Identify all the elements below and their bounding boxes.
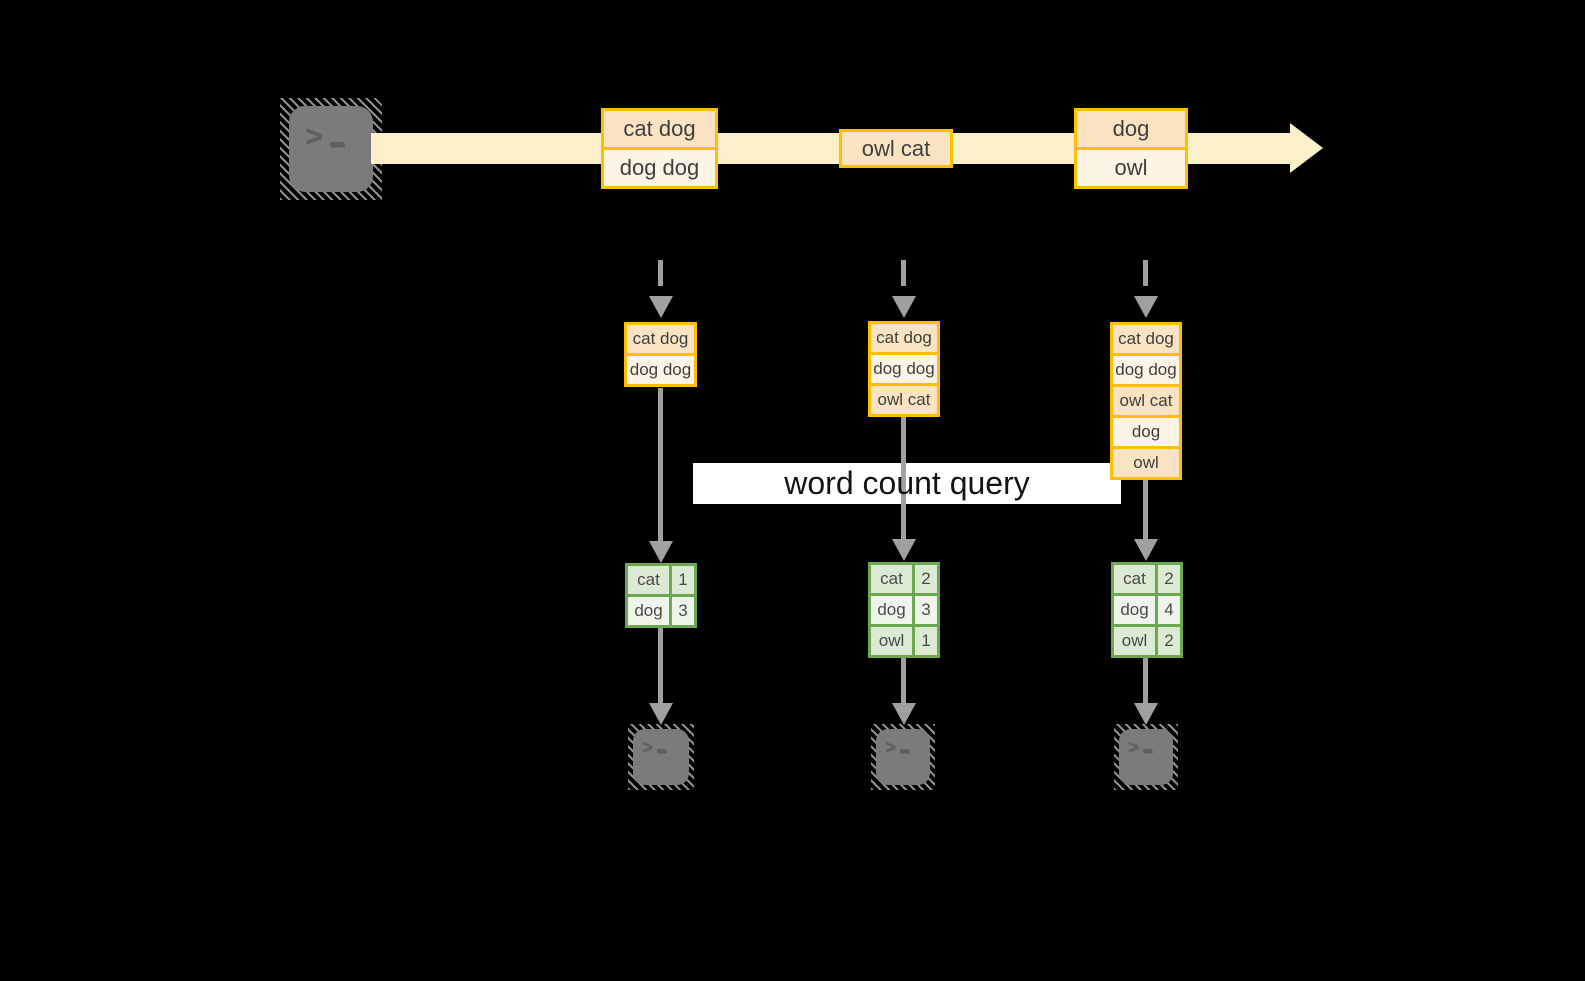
buffer-row: dog dog xyxy=(871,355,937,383)
ingest-arrow-3 xyxy=(1143,260,1148,292)
query-band xyxy=(693,463,1121,504)
output-arrow-1 xyxy=(658,628,663,705)
table-row: owl 2 xyxy=(1114,627,1180,655)
terminal-icon: > xyxy=(1119,729,1173,785)
table-row: owl 1 xyxy=(871,627,937,655)
query-arrow-3 xyxy=(1143,480,1148,539)
query-label: word count query xyxy=(784,465,1030,501)
terminal-prompt-icon: > xyxy=(876,729,930,756)
buffer-row: dog dog xyxy=(1113,356,1179,384)
terminal-prompt-icon: > xyxy=(633,729,689,756)
arrow-head-icon xyxy=(649,703,673,725)
table-row: cat 2 xyxy=(871,565,937,593)
query-arrow-1 xyxy=(658,388,663,541)
message-row: dog dog xyxy=(604,150,715,186)
buffer-row: cat dog xyxy=(871,324,937,352)
stream-message-3: dog owl xyxy=(1074,108,1188,189)
table-row: dog 4 xyxy=(1114,596,1180,624)
buffer-row: cat dog xyxy=(1113,325,1179,353)
buffer-row: owl cat xyxy=(1113,387,1179,415)
buffer-stack-2: cat dog dog dog owl cat xyxy=(868,321,940,417)
stream-arrow-head-icon xyxy=(1290,123,1323,173)
terminal-icon: > xyxy=(876,729,930,785)
count-table-2: cat 2 dog 3 owl 1 xyxy=(868,562,940,658)
terminal-icon: > xyxy=(633,729,689,785)
message-row: owl cat xyxy=(842,132,950,165)
table-row: cat 2 xyxy=(1114,565,1180,593)
query-arrow-2 xyxy=(901,417,906,539)
terminal-icon: > xyxy=(289,106,373,192)
message-row: cat dog xyxy=(604,111,715,147)
arrow-head-icon xyxy=(649,541,673,563)
terminal-prompt-icon: > xyxy=(1119,729,1173,756)
stream-message-1: cat dog dog dog xyxy=(601,108,718,189)
buffer-row: owl xyxy=(1113,449,1179,477)
arrow-head-icon xyxy=(1134,703,1158,725)
stream-message-2: owl cat xyxy=(839,129,953,168)
arrow-head-icon xyxy=(892,703,916,725)
arrow-head-icon xyxy=(649,296,673,318)
buffer-row: owl cat xyxy=(871,386,937,414)
message-row: dog xyxy=(1077,111,1185,147)
buffer-stack-3: cat dog dog dog owl cat dog owl xyxy=(1110,322,1182,480)
count-table-1: cat 1 dog 3 xyxy=(625,563,697,628)
arrow-head-icon xyxy=(892,539,916,561)
output-arrow-2 xyxy=(901,657,906,705)
buffer-row: dog dog xyxy=(627,356,694,384)
table-row: cat 1 xyxy=(628,566,694,594)
buffer-row: cat dog xyxy=(627,325,694,353)
ingest-arrow-1 xyxy=(658,260,663,292)
message-row: owl xyxy=(1077,150,1185,186)
arrow-head-icon xyxy=(1134,539,1158,561)
buffer-row: dog xyxy=(1113,418,1179,446)
terminal-prompt-icon: > xyxy=(289,106,373,152)
buffer-stack-1: cat dog dog dog xyxy=(624,322,697,387)
table-row: dog 3 xyxy=(871,596,937,624)
ingest-arrow-2 xyxy=(901,260,906,292)
table-row: dog 3 xyxy=(628,597,694,625)
arrow-head-icon xyxy=(892,296,916,318)
output-arrow-3 xyxy=(1143,657,1148,705)
arrow-head-icon xyxy=(1134,296,1158,318)
count-table-3: cat 2 dog 4 owl 2 xyxy=(1111,562,1183,658)
